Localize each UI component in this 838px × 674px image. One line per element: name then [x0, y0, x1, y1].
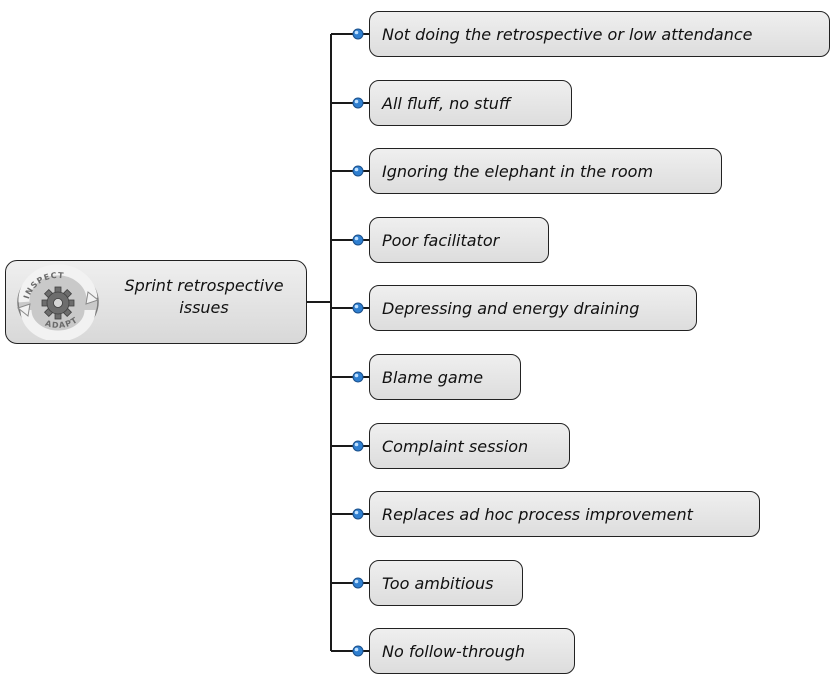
issue-label: No follow-through — [382, 641, 526, 661]
node-dot-icon — [352, 165, 364, 177]
node-dot-highlight — [354, 167, 359, 172]
node-dot-icon — [352, 97, 364, 109]
issue-node[interactable]: Blame game — [369, 354, 521, 400]
issue-node[interactable]: Poor facilitator — [369, 217, 549, 263]
node-dot-icon — [352, 302, 364, 314]
node-dot-icon — [352, 234, 364, 246]
node-dot-highlight — [354, 442, 359, 447]
node-dot-highlight — [354, 373, 359, 378]
node-dot-icon — [352, 508, 364, 520]
issue-node[interactable]: All fluff, no stuff — [369, 80, 572, 126]
node-dot-icon — [352, 440, 364, 452]
issue-label: Not doing the retrospective or low atten… — [382, 24, 753, 44]
issue-label: Replaces ad hoc process improvement — [382, 504, 693, 524]
node-dot-icon — [352, 645, 364, 657]
root-topic[interactable]: INSPECT ADAPT Sprint retrospective issue… — [5, 260, 307, 344]
gear-icon — [41, 286, 75, 320]
issue-label: Poor facilitator — [382, 230, 500, 250]
issue-label: Too ambitious — [382, 573, 494, 593]
inspect-adapt-logo: INSPECT ADAPT — [16, 264, 100, 340]
issue-label: All fluff, no stuff — [382, 93, 511, 113]
node-dot-highlight — [354, 30, 359, 35]
issue-node[interactable]: Depressing and energy draining — [369, 285, 697, 331]
node-dot-highlight — [354, 304, 359, 309]
node-dot-icon — [352, 28, 364, 40]
node-dot-highlight — [354, 579, 359, 584]
root-topic-label: Sprint retrospective issues — [124, 276, 284, 317]
issue-node[interactable]: No follow-through — [369, 628, 575, 674]
issue-label: Depressing and energy draining — [382, 298, 640, 318]
node-dot-highlight — [354, 510, 359, 515]
issue-node[interactable]: Replaces ad hoc process improvement — [369, 491, 760, 537]
issue-node[interactable]: Complaint session — [369, 423, 570, 469]
node-dot-icon — [352, 371, 364, 383]
issue-label: Blame game — [382, 367, 484, 387]
node-dot-highlight — [354, 99, 359, 104]
issue-label: Complaint session — [382, 436, 529, 456]
issue-node[interactable]: Ignoring the elephant in the room — [369, 148, 722, 194]
issue-node[interactable]: Too ambitious — [369, 560, 523, 606]
issue-label: Ignoring the elephant in the room — [382, 161, 654, 181]
issue-node[interactable]: Not doing the retrospective or low atten… — [369, 11, 830, 57]
node-dot-highlight — [354, 647, 359, 652]
node-dot-icon — [352, 577, 364, 589]
node-dot-highlight — [354, 236, 359, 241]
